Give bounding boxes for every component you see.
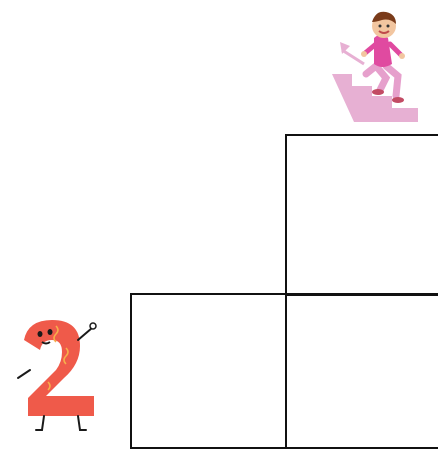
grid-cell-bottom-right[interactable] <box>285 293 438 449</box>
climber-icon <box>324 4 428 126</box>
grid-cell-top[interactable] <box>285 134 438 296</box>
number-two-icon <box>8 312 110 436</box>
grid-cell-bottom-left[interactable] <box>130 293 287 449</box>
